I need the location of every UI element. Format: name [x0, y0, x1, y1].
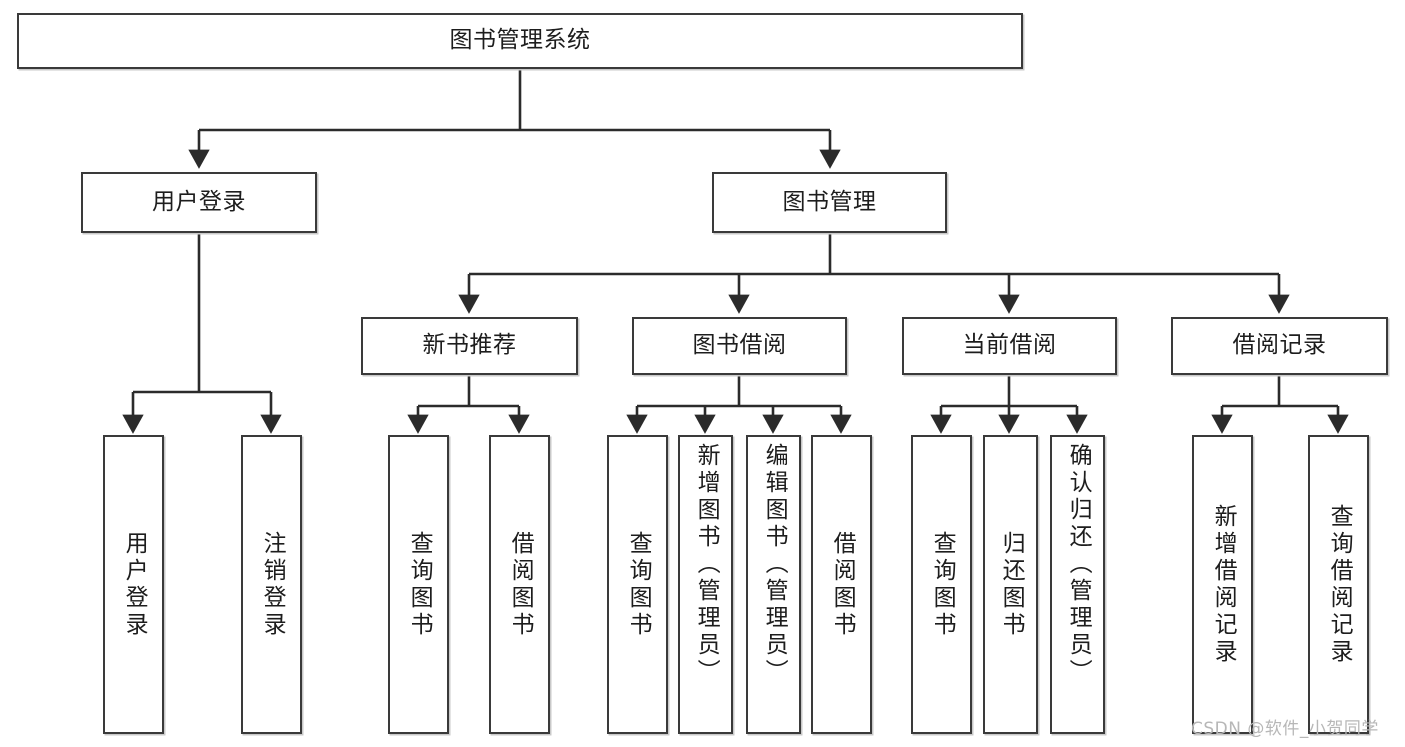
- node-leaf-query-record[interactable]: 查询借阅记录: [1308, 435, 1369, 734]
- node-leaf-borrow-book-2-label: 借阅图书: [829, 530, 856, 639]
- node-book-borrow-label: 图书借阅: [692, 332, 787, 359]
- node-leaf-borrow-book-1-label: 借阅图书: [507, 530, 534, 639]
- node-leaf-add-record[interactable]: 新增借阅记录: [1192, 435, 1253, 734]
- node-current-borrow-label: 当前借阅: [962, 332, 1057, 359]
- node-root-label: 图书管理系统: [449, 27, 591, 54]
- node-current-borrow[interactable]: 当前借阅: [902, 317, 1117, 375]
- node-leaf-edit-book[interactable]: 编辑图书（管理员）: [746, 435, 801, 734]
- node-leaf-add-book-label: 新增图书（管理员）: [693, 443, 720, 686]
- node-leaf-query-book-2[interactable]: 查询图书: [607, 435, 668, 734]
- node-leaf-user-logout[interactable]: 注销登录: [241, 435, 302, 734]
- node-new-book-recommend-label: 新书推荐: [422, 332, 517, 359]
- node-borrow-record[interactable]: 借阅记录: [1171, 317, 1388, 375]
- node-root[interactable]: 图书管理系统: [17, 13, 1023, 69]
- node-book-manage-label: 图书管理: [782, 188, 877, 215]
- node-leaf-query-book-3-label: 查询图书: [929, 530, 956, 639]
- node-book-borrow[interactable]: 图书借阅: [632, 317, 847, 375]
- node-leaf-add-book[interactable]: 新增图书（管理员）: [678, 435, 733, 734]
- node-leaf-user-logout-label: 注销登录: [259, 530, 286, 639]
- node-leaf-user-login-label: 用户登录: [121, 530, 148, 639]
- node-user-login-label: 用户登录: [152, 188, 246, 215]
- node-leaf-return-book[interactable]: 归还图书: [983, 435, 1038, 734]
- node-leaf-return-book-label: 归还图书: [998, 530, 1025, 639]
- node-leaf-add-record-label: 新增借阅记录: [1210, 503, 1237, 666]
- node-leaf-confirm-return[interactable]: 确认归还（管理员）: [1050, 435, 1105, 734]
- csdn-watermark: CSDN @软件_小贺同学: [1191, 719, 1379, 739]
- node-leaf-borrow-book-2[interactable]: 借阅图书: [811, 435, 872, 734]
- node-leaf-query-book-1-label: 查询图书: [406, 530, 433, 639]
- node-book-manage[interactable]: 图书管理: [712, 172, 947, 233]
- node-leaf-edit-book-label: 编辑图书（管理员）: [761, 443, 788, 686]
- node-leaf-query-book-2-label: 查询图书: [625, 530, 652, 639]
- node-new-book-recommend[interactable]: 新书推荐: [361, 317, 578, 375]
- node-user-login[interactable]: 用户登录: [81, 172, 317, 233]
- node-leaf-user-login[interactable]: 用户登录: [103, 435, 164, 734]
- node-leaf-query-book-3[interactable]: 查询图书: [911, 435, 972, 734]
- node-leaf-query-record-label: 查询借阅记录: [1326, 503, 1353, 666]
- node-leaf-borrow-book-1[interactable]: 借阅图书: [489, 435, 550, 734]
- node-leaf-query-book-1[interactable]: 查询图书: [388, 435, 449, 734]
- node-leaf-confirm-return-label: 确认归还（管理员）: [1065, 443, 1092, 686]
- node-borrow-record-label: 借阅记录: [1232, 332, 1327, 359]
